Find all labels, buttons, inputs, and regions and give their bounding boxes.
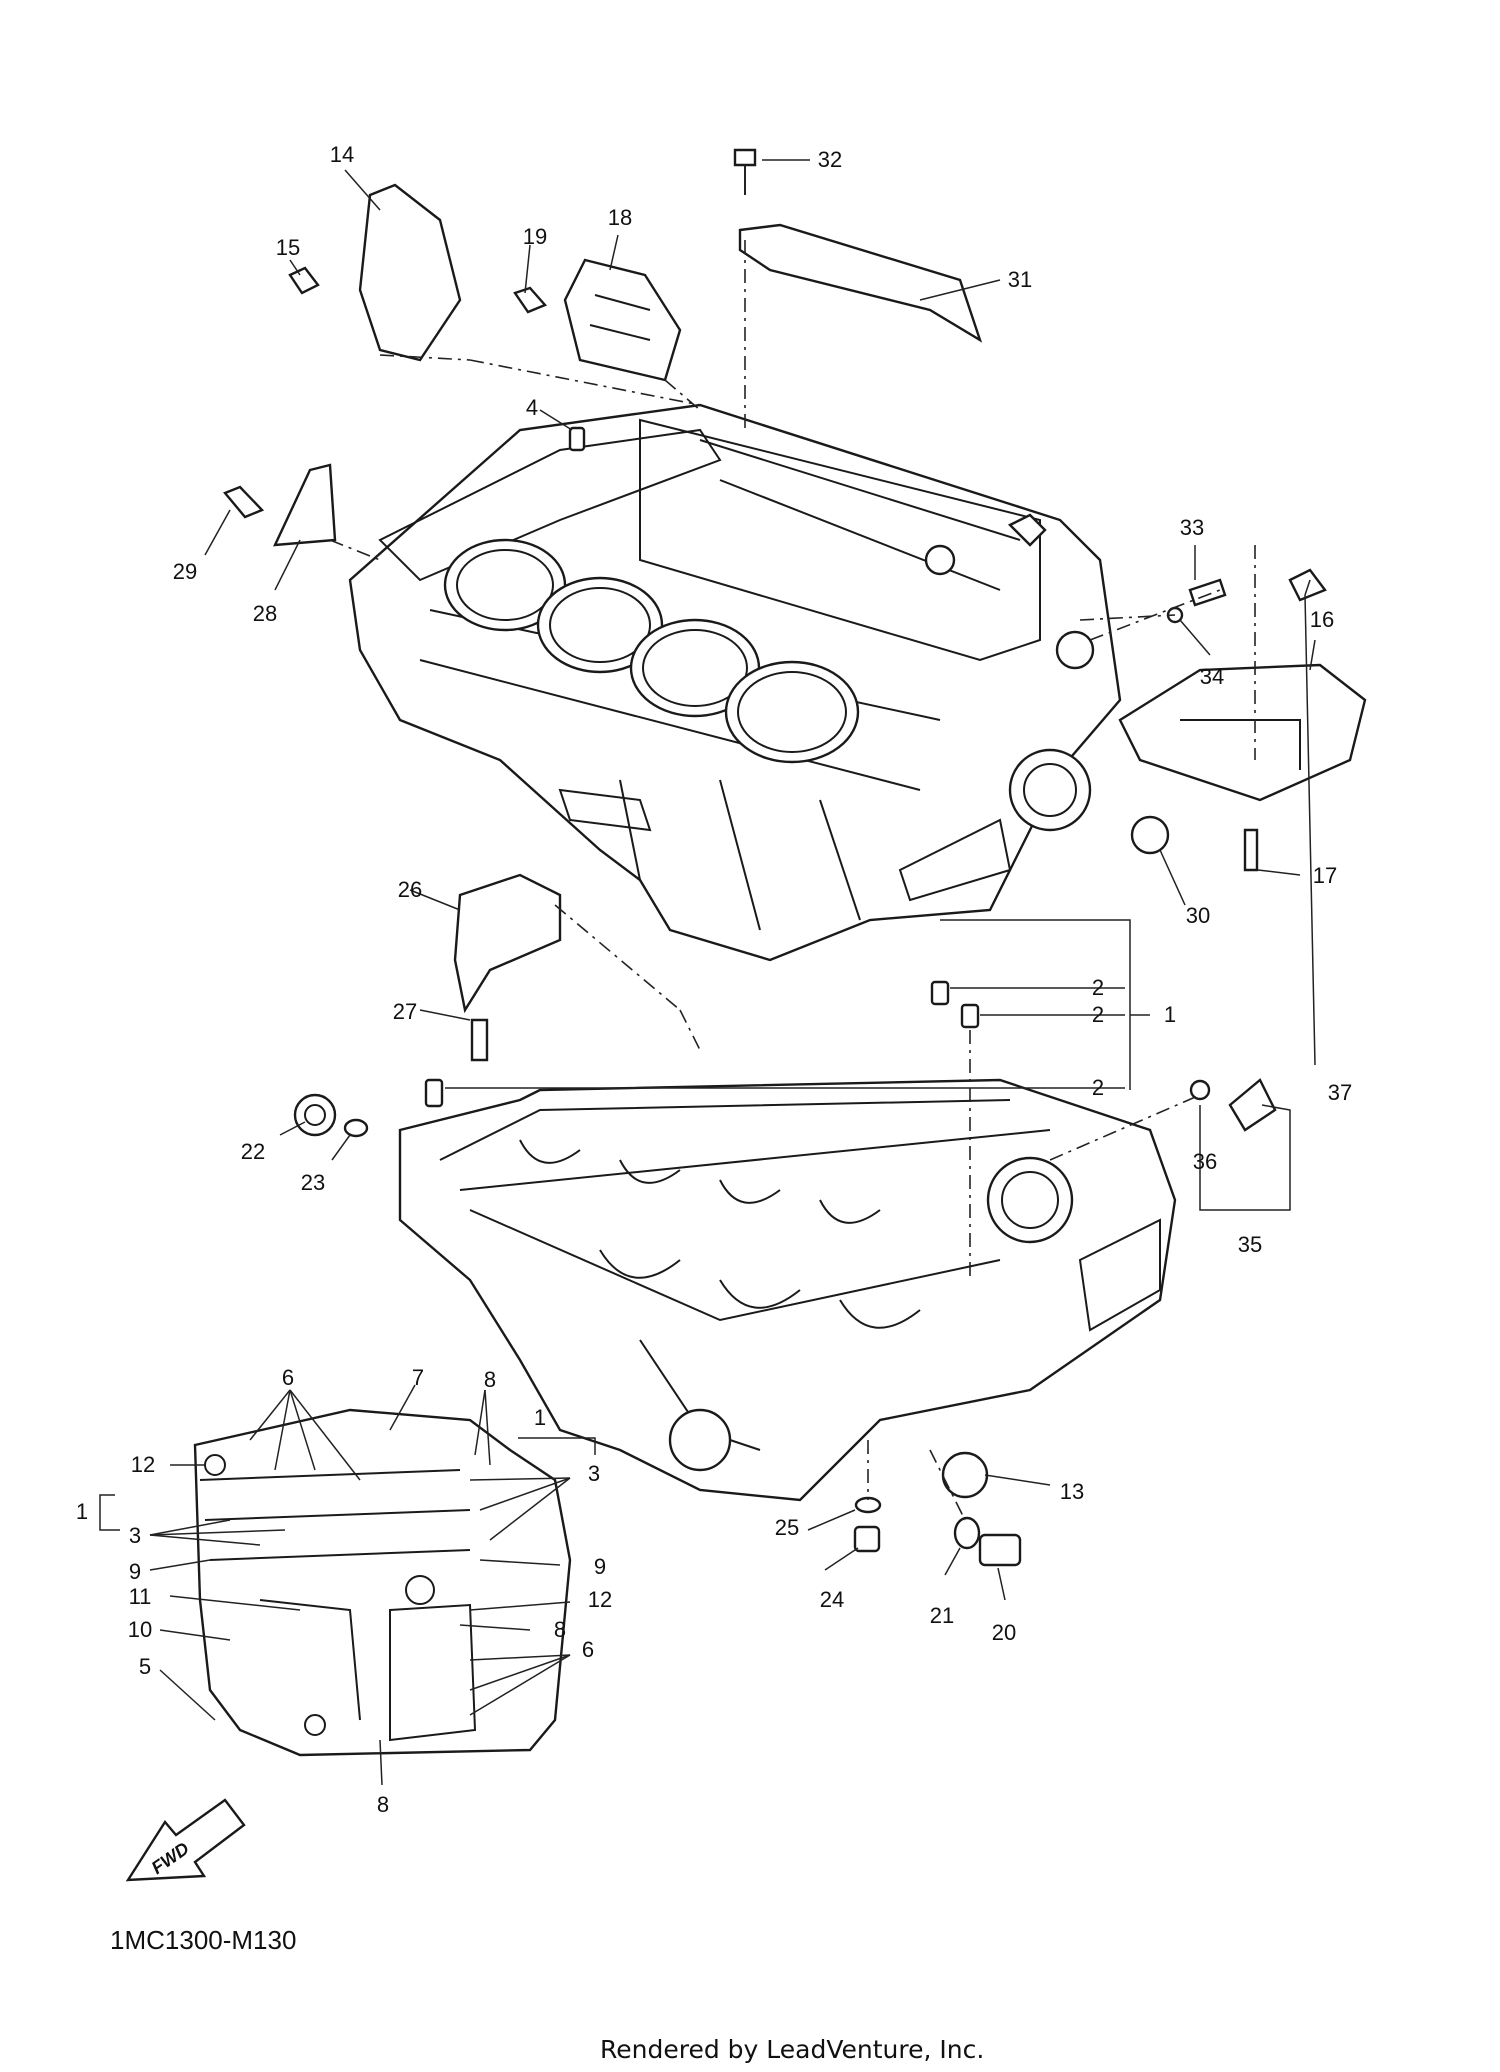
inset-callout-6b[interactable]: 6 (581, 1637, 595, 1662)
callout-36[interactable]: 36 (1192, 1149, 1218, 1174)
inset-callout-8c[interactable]: 8 (376, 1792, 390, 1817)
leader-lines (99, 159, 1316, 1786)
callout-2b[interactable]: 2 (1091, 1002, 1105, 1027)
callout-16[interactable]: 16 (1309, 607, 1335, 632)
inset-callout-9a[interactable]: 9 (128, 1559, 142, 1584)
inset-bottom-view (193, 1408, 572, 1757)
inset-callout-11[interactable]: 11 (128, 1584, 152, 1609)
callout-23[interactable]: 23 (300, 1170, 326, 1195)
callout-24[interactable]: 24 (819, 1587, 845, 1612)
callout-4[interactable]: 4 (525, 395, 539, 420)
callout-26[interactable]: 26 (397, 877, 423, 902)
inset-callout-3a[interactable]: 3 (587, 1461, 601, 1486)
diagram-code: 1MC1300-M130 (110, 1925, 297, 1955)
callout-21[interactable]: 21 (929, 1603, 955, 1628)
inset-callout-7[interactable]: 7 (411, 1365, 425, 1390)
callout-17[interactable]: 17 (1312, 863, 1338, 888)
inset-callout-6a[interactable]: 6 (281, 1365, 295, 1390)
callout-37[interactable]: 37 (1327, 1080, 1353, 1105)
inset-callout-1[interactable]: 1 (533, 1405, 547, 1430)
callout-35[interactable]: 35 (1237, 1232, 1263, 1257)
callout-14[interactable]: 14 (329, 142, 355, 167)
callout-28[interactable]: 28 (252, 601, 278, 626)
rendered-by-credit: Rendered by LeadVenture, Inc. (600, 2035, 985, 2064)
callout-15[interactable]: 15 (275, 235, 301, 260)
lower-crankcase (398, 1078, 1177, 1502)
callout-2a[interactable]: 2 (1091, 975, 1105, 1000)
inset-callout-9b[interactable]: 9 (593, 1554, 607, 1579)
inset-callout-12b[interactable]: 12 (587, 1587, 613, 1612)
callout-32[interactable]: 32 (817, 147, 843, 172)
inset-callout-10[interactable]: 10 (127, 1617, 153, 1642)
inset-callout-12a[interactable]: 12 (130, 1452, 156, 1477)
callout-20[interactable]: 20 (991, 1620, 1017, 1645)
callout-18[interactable]: 18 (607, 205, 633, 230)
inset-callout-8a[interactable]: 8 (483, 1367, 497, 1392)
callout-27[interactable]: 27 (392, 999, 418, 1024)
inset-callout-1-left[interactable]: 1 (75, 1499, 89, 1524)
callout-29[interactable]: 29 (172, 559, 198, 584)
callout-13[interactable]: 13 (1059, 1479, 1085, 1504)
callout-33[interactable]: 33 (1179, 515, 1205, 540)
callout-31[interactable]: 31 (1007, 267, 1033, 292)
callout-30[interactable]: 30 (1185, 903, 1211, 928)
callout-19[interactable]: 19 (522, 224, 548, 249)
callout-1[interactable]: 1 (1163, 1002, 1177, 1027)
callout-34[interactable]: 34 (1199, 664, 1225, 689)
inset-callout-3b[interactable]: 3 (128, 1523, 142, 1548)
callout-22[interactable]: 22 (240, 1139, 266, 1164)
inset-callout-5[interactable]: 5 (138, 1654, 152, 1679)
upper-crankcase (348, 403, 1122, 962)
inset-callout-8b[interactable]: 8 (553, 1617, 567, 1642)
fwd-arrow-icon (125, 1798, 246, 1882)
callout-2c[interactable]: 2 (1091, 1075, 1105, 1100)
small-parts (223, 148, 1367, 1567)
assembly-lines (329, 240, 1256, 1521)
callout-25[interactable]: 25 (774, 1515, 800, 1540)
